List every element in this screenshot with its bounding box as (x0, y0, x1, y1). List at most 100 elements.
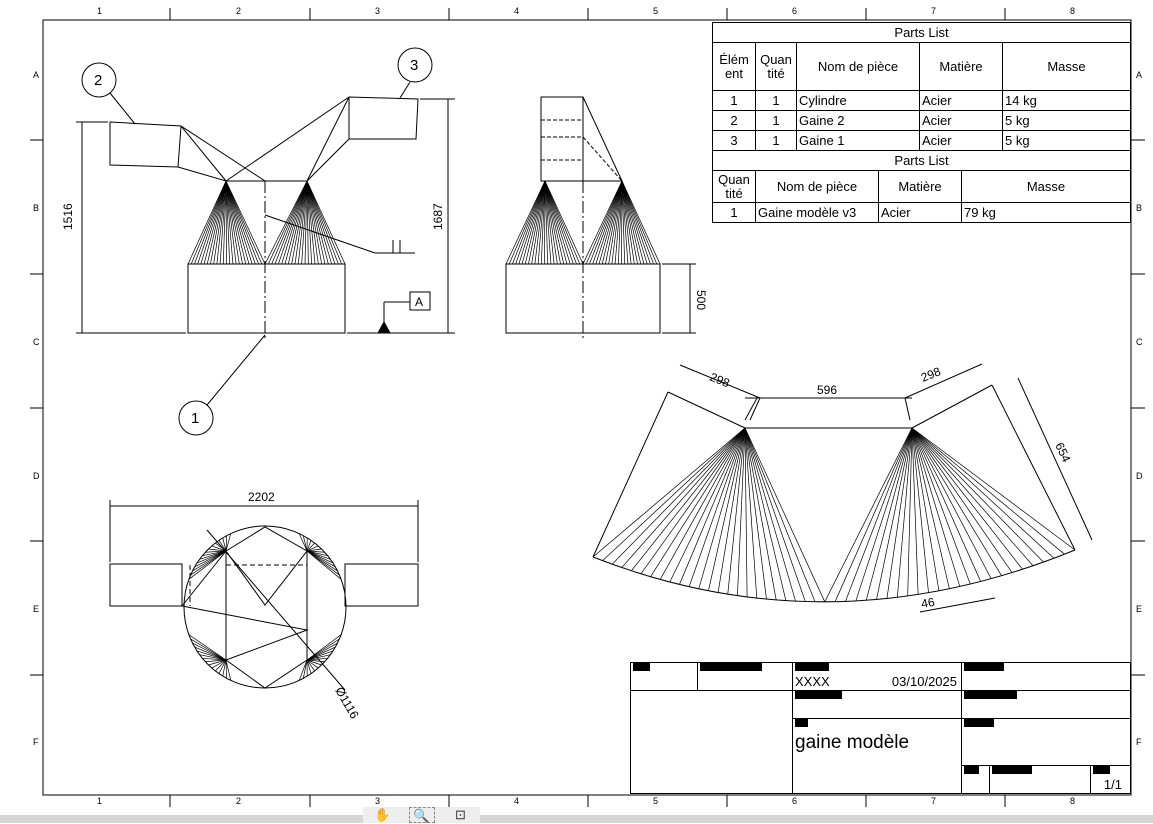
fan-line (189, 551, 226, 579)
hand-icon[interactable]: ✋ (370, 807, 396, 823)
header-element: Élém ent (713, 43, 756, 91)
zone-row-label: A (33, 70, 39, 80)
fan-line (596, 181, 622, 264)
cell: 1 (756, 131, 797, 151)
cell: Acier (920, 91, 1003, 111)
fan-line (545, 181, 557, 264)
cell: 1 (756, 91, 797, 111)
cell: Acier (920, 111, 1003, 131)
header-part-name: Nom de pièce (797, 43, 920, 91)
zone-row-label: C (33, 337, 40, 347)
zone-column-label: 5 (653, 796, 658, 806)
fan-line (307, 181, 338, 264)
parts-lists: Parts List Élém ent Quan tité Nom de piè… (712, 22, 1131, 223)
fan-line (516, 181, 545, 264)
fan-line (214, 181, 226, 264)
dim-flat-mid: 596 (817, 383, 837, 397)
fan-line (745, 428, 796, 601)
zone-column-label: 5 (653, 6, 658, 16)
fan-line (622, 181, 634, 264)
flat-pattern-view (593, 364, 1092, 612)
fan-line (226, 181, 252, 264)
zone-column-label: 2 (236, 6, 241, 16)
cell: 1 (713, 203, 756, 223)
cell: 14 kg (1003, 91, 1131, 111)
balloon-1: 1 (191, 410, 199, 427)
fan-line (307, 181, 342, 264)
zone-row-label: F (33, 737, 39, 747)
fan-line (307, 181, 328, 264)
cell: Cylindre (797, 91, 920, 111)
fan-line (631, 428, 745, 571)
fan-line (912, 428, 1012, 573)
fan-line (545, 181, 570, 264)
fan-line (519, 181, 545, 264)
fan-line (835, 428, 912, 602)
fan-line (745, 428, 776, 600)
fan-line (745, 428, 805, 602)
zone-column-label: 6 (792, 796, 797, 806)
fan-line (285, 181, 307, 264)
author: XXXX (795, 674, 830, 689)
zone-column-label: 7 (931, 796, 936, 806)
header-part-name: Nom de pièce (756, 171, 879, 203)
dim-flat-left: 298 (708, 370, 732, 391)
cell: Gaine modèle v3 (756, 203, 879, 223)
cell: 5 kg (1003, 111, 1131, 131)
fan-line (226, 181, 255, 264)
dim-flat-arc: 46 (920, 595, 936, 611)
header-material: Matière (879, 171, 962, 203)
fan-line (856, 428, 912, 601)
fan-line (912, 428, 918, 594)
header-mass: Masse (1003, 43, 1131, 91)
view-toolbar: ✋ 🔍 ⊡ (363, 807, 480, 823)
zone-column-label: 3 (375, 6, 380, 16)
top-view (110, 500, 418, 690)
date: 03/10/2025 (892, 674, 957, 689)
cell: 1 (756, 111, 797, 131)
fan-line (545, 181, 546, 264)
status-bar (0, 815, 1153, 823)
cell: Gaine 2 (797, 111, 920, 131)
zone-column-label: 4 (514, 6, 519, 16)
header-quantity: Quan tité (713, 171, 756, 203)
fan-line (877, 428, 912, 599)
front-view (76, 48, 455, 435)
fan-line (912, 428, 1054, 558)
fan-line (912, 428, 929, 593)
header-mass: Masse (962, 171, 1131, 203)
zoom-fit-icon[interactable]: ⊡ (448, 807, 474, 823)
zone-column-label: 3 (375, 796, 380, 806)
fan-line (912, 428, 991, 579)
fan-line (622, 428, 745, 568)
dim-2202: 2202 (248, 490, 275, 504)
zone-row-label: E (1136, 604, 1142, 614)
sheet-number: 1/1 (1104, 777, 1122, 792)
cell: 79 kg (962, 203, 1131, 223)
cell: 1 (713, 91, 756, 111)
zone-row-label: B (1136, 203, 1142, 213)
zone-column-label: 4 (514, 796, 519, 806)
cell: 5 kg (1003, 131, 1131, 151)
fan-line (745, 428, 825, 602)
drawing-title: gaine modèle (795, 732, 909, 754)
header-quantity: Quan tité (756, 43, 797, 91)
title-block: XXXX 03/10/2025 gaine modèle 1/1 (630, 662, 1131, 794)
dim-500: 500 (694, 290, 708, 310)
fan-line (912, 428, 939, 591)
cell: Acier (879, 203, 962, 223)
fan-line (307, 639, 339, 660)
parts-list-assembly: Parts List Quan tité Nom de pièce Matièr… (712, 150, 1131, 223)
dim-flat-right: 298 (919, 364, 943, 385)
cell: 3 (713, 131, 756, 151)
fan-line (593, 181, 622, 264)
fan-line (912, 428, 1002, 576)
fan-line (272, 181, 307, 264)
dim-1516: 1516 (61, 203, 75, 230)
parts-list-title: Parts List (713, 23, 1131, 43)
cell: 2 (713, 111, 756, 131)
zoom-window-icon[interactable]: 🔍 (409, 807, 435, 823)
